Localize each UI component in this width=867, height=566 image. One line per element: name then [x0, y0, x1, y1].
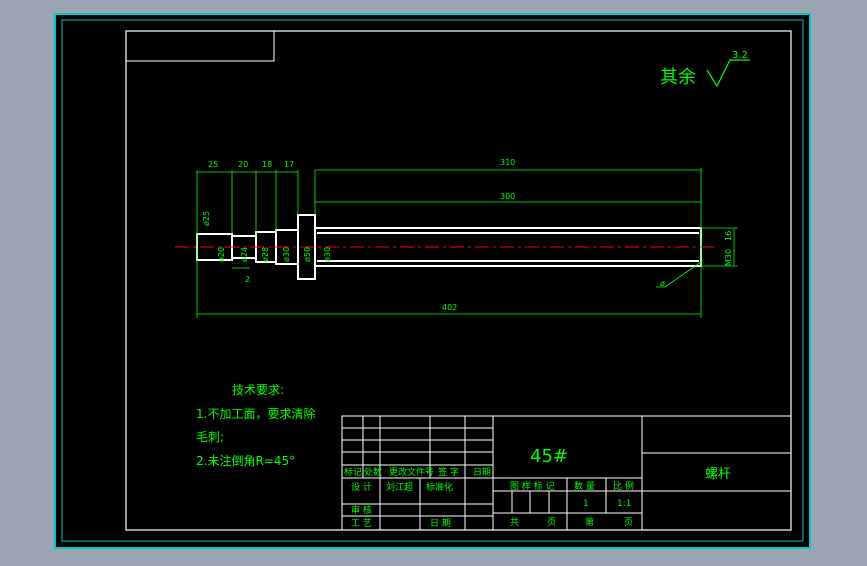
dim-25: 25 — [208, 160, 218, 169]
dim-phi25: ø25 — [202, 211, 211, 226]
drawing-sheet — [54, 13, 811, 549]
outer-frame — [61, 19, 804, 542]
roughness-value: 3.2 — [732, 50, 748, 61]
material-text: 45# — [530, 446, 568, 467]
tb-designer: 刘江超 — [386, 481, 413, 493]
dim-phi24: ø24 — [240, 247, 249, 262]
tb-sheet-unit-1: 页 — [547, 517, 556, 528]
tb-scale-value: 1:1 — [617, 499, 631, 509]
tb-header-date: 日期 — [473, 467, 491, 478]
tb-design-label: 设 计 — [351, 481, 372, 493]
dim-17: 17 — [284, 160, 294, 169]
dim-18: 18 — [262, 160, 272, 169]
dim-2: 2 — [245, 275, 250, 284]
dim-310: 310 — [500, 158, 515, 167]
tb-header-doc: 更改文件号 — [389, 466, 434, 478]
tb-header-mark: 标记 — [344, 466, 362, 478]
notes-line-3: 2.未注倒角R=45° — [196, 453, 295, 468]
title-block-grid — [341, 415, 792, 531]
dim-phi20: ø20 — [217, 247, 226, 262]
notes-line-2: 毛刺; — [196, 430, 224, 444]
tb-sheet-unit-2: 页 — [624, 517, 633, 528]
tb-sheet-label: 第 — [585, 516, 594, 528]
dim-300: 300 — [500, 192, 515, 201]
technical-notes: 技术要求: 1.不加工面，要求清除 毛刺; 2.未注倒角R=45° — [196, 383, 315, 468]
roughness-symbol-icon — [706, 59, 750, 88]
dim-phi-small: ø — [660, 279, 665, 288]
tb-scale-label: 比 例 — [613, 480, 634, 492]
dim-phi28: ø28 — [261, 247, 270, 262]
code-box — [125, 30, 275, 62]
title-block-labels: 标记 处数 更改文件号 签 字 日期 设 计 刘江超 标准化 审 核 工 艺 日… — [344, 466, 634, 529]
dim-20: 20 — [238, 160, 248, 169]
roughness-label: 其余 — [660, 67, 696, 88]
tb-process-label: 工 艺 — [351, 518, 372, 529]
tb-standard-label: 标准化 — [426, 481, 453, 493]
tb-header-sign: 签 字 — [438, 466, 459, 478]
dim-phi30b: ø30 — [323, 247, 332, 262]
dim-m30: M30 — [724, 249, 733, 266]
dimension-lines — [196, 168, 738, 318]
dim-phi50: ø50 — [303, 247, 312, 262]
tb-date-label: 日 期 — [430, 518, 451, 529]
dimension-texts: 25 20 18 17 310 300 402 2 ø ø25 ø20 ø24 … — [202, 158, 733, 312]
tb-qty-label: 数 量 — [574, 480, 595, 492]
tb-total-label: 共 — [510, 517, 519, 528]
tb-qty-value: 1 — [583, 499, 589, 509]
notes-line-1: 1.不加工面，要求清除 — [196, 406, 315, 421]
dim-m30n: 16 — [724, 231, 733, 241]
dim-402: 402 — [442, 303, 457, 312]
tb-review-label: 审 核 — [351, 504, 372, 516]
dim-phi30: ø30 — [282, 247, 291, 262]
notes-title: 技术要求: — [232, 383, 284, 397]
tb-header-count: 处数 — [364, 466, 382, 478]
tb-stage-label: 图 样 标 记 — [510, 480, 555, 492]
part-name-text: 螺杆 — [705, 467, 731, 482]
